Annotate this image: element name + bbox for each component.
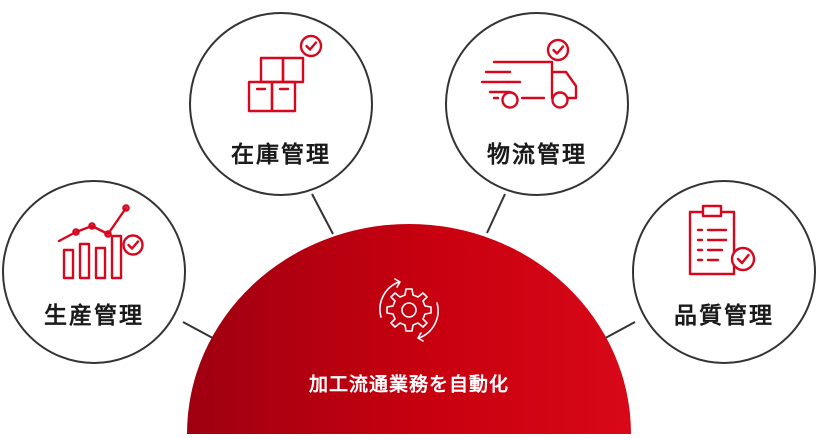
center-label: 加工流通業務を自動化 (308, 373, 510, 396)
growth-chart-check-icon (57, 204, 144, 280)
connector-logistics (486, 193, 506, 234)
node-circle-logistics (445, 12, 629, 196)
node-label-quality: 品質管理 (674, 303, 774, 329)
center-dome (187, 224, 631, 434)
node-label-production: 生産管理 (44, 303, 144, 329)
node-label-inventory: 在庫管理 (231, 142, 331, 168)
connector-inventory (311, 193, 334, 235)
clipboard-checklist-icon (688, 204, 756, 276)
node-circle-inventory (189, 12, 373, 196)
node-circle-quality (632, 180, 816, 364)
gear-cycle-icon (379, 278, 439, 342)
node-label-logistics: 物流管理 (487, 142, 587, 168)
boxes-check-icon (247, 34, 323, 113)
node-circle-production (2, 180, 186, 364)
delivery-truck-check-icon (480, 38, 578, 109)
